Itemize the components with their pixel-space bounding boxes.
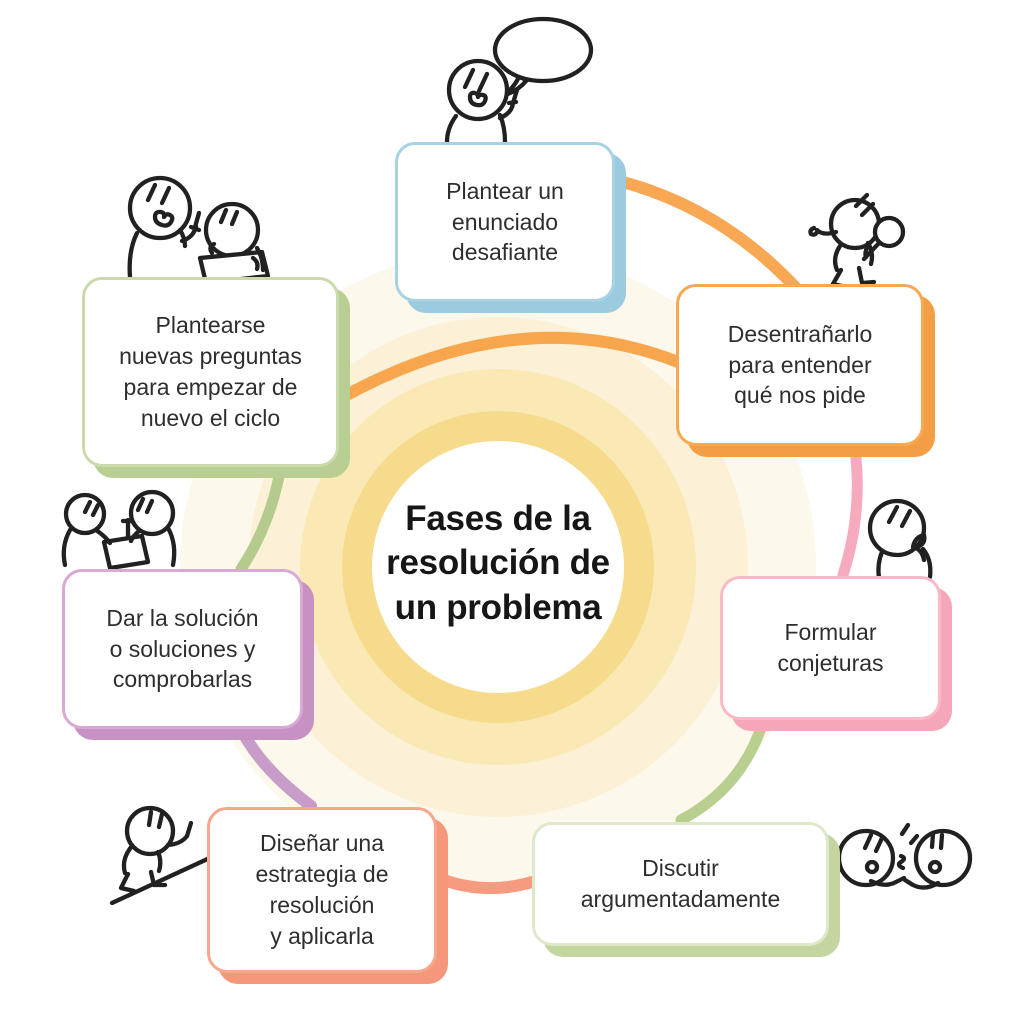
cycle-arc-orange-inner	[337, 331, 684, 403]
phase-box-plantearse-preguntas: Plantearse nuevas preguntas para empezar…	[82, 277, 339, 467]
pair-reviewing-clipboard-illustration	[127, 175, 271, 286]
diagram-title: Fases de la resolución de un problema	[386, 499, 610, 627]
cycle-arc-salmon	[432, 872, 538, 895]
phase-box-desentranarlo: Desentrañarlo para entender qué nos pide	[676, 284, 924, 446]
cycle-arc-green	[675, 716, 769, 826]
arguing-pair-illustration	[836, 822, 973, 890]
phase-label-plantearse-preguntas: Plantearse nuevas preguntas para empezar…	[119, 312, 302, 431]
thinking-person-illustration	[867, 498, 933, 581]
phase-label-dar-solucion: Dar la solución o soluciones y comprobar…	[106, 604, 259, 693]
phase-box-discutir: Discutir argumentadamente	[532, 822, 829, 946]
phase-box-dar-solucion: Dar la solución o soluciones y comprobar…	[62, 569, 303, 729]
cycle-arc-sage	[235, 460, 287, 575]
cycle-arc-pink	[837, 444, 863, 581]
phase-box-formular-conjeturas: Formular conjeturas	[720, 576, 941, 720]
center-circle	[372, 441, 624, 693]
speaker-with-speech-bubble-illustration	[444, 16, 594, 145]
phase-box-plantear-enunciado: Plantear un enunciado desafiante	[395, 142, 615, 302]
pair-writing-on-clipboard-illustration	[61, 489, 177, 571]
phase-label-plantear-enunciado: Plantear un enunciado desafiante	[446, 177, 564, 266]
cycle-arc-orange-outer	[609, 174, 804, 296]
phase-box-disenar-estrategia: Diseñar una estrategia de resolución y a…	[207, 807, 437, 973]
phase-label-disenar-estrategia: Diseñar una estrategia de resolución y a…	[255, 830, 389, 949]
cycle-arc-purple	[234, 721, 317, 812]
climber-pointing-up-illustration	[109, 805, 217, 906]
phase-label-desentranarlo: Desentrañarlo para entender qué nos pide	[727, 320, 873, 409]
phase-label-formular-conjeturas: Formular conjeturas	[777, 619, 884, 676]
phase-label-discutir: Discutir argumentadamente	[580, 855, 781, 912]
explorer-with-magnifying-glass-illustration	[808, 192, 906, 290]
